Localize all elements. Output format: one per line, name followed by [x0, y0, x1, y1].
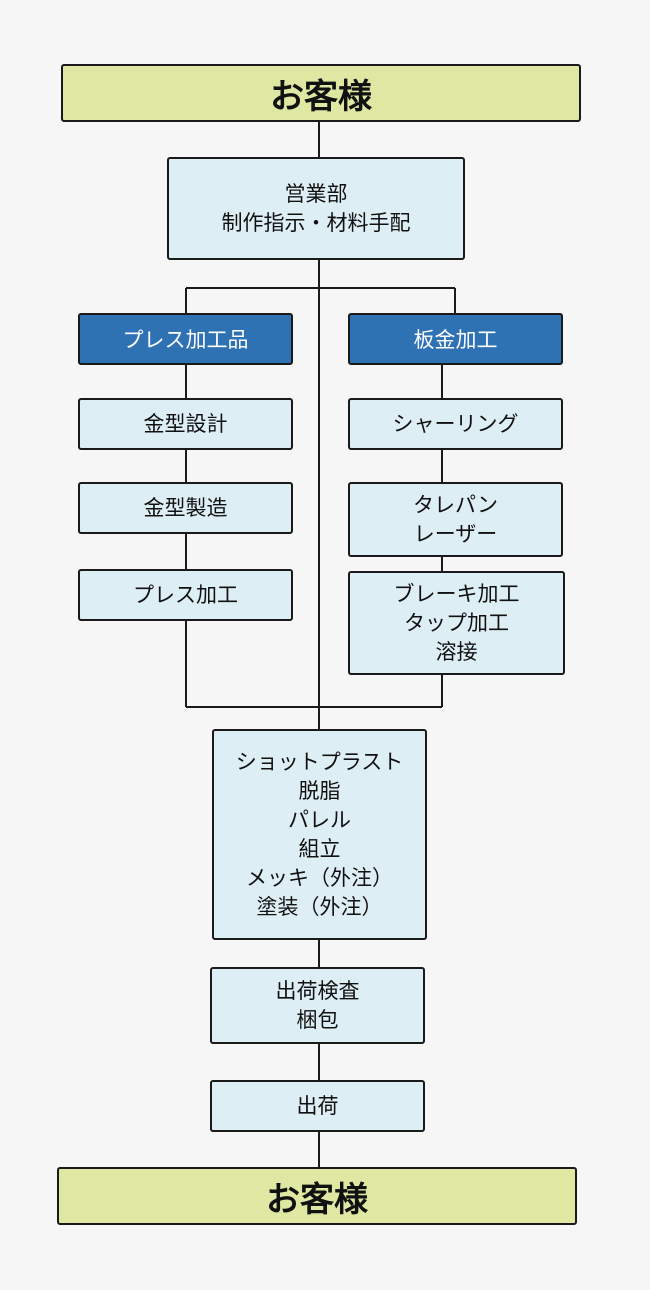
customer-top-box: お客様	[61, 64, 581, 122]
shipping-box: 出荷	[210, 1080, 425, 1132]
inspection-step-label: 梱包	[296, 1007, 339, 1032]
sheet-step-label: タップ加工	[404, 610, 509, 635]
press-step-label: 金型製造	[143, 495, 228, 520]
sheet-step-box: タレパン レーザー	[348, 482, 563, 557]
sheet-step-label: ブレーキ加工	[393, 581, 520, 606]
customer-bottom-box: お客様	[57, 1167, 577, 1225]
sheet-header-box: 板金加工	[348, 313, 563, 365]
finishing-step-label: メッキ（外注）	[246, 865, 393, 890]
sales-box: 営業部 制作指示・材料手配	[167, 157, 465, 260]
sheet-step-label: 溶接	[435, 639, 478, 664]
sales-dept-label: 営業部	[284, 181, 348, 206]
sales-task-label: 制作指示・材料手配	[221, 210, 411, 235]
press-header-label: プレス加工品	[122, 328, 249, 352]
inspection-step-label: 出荷検査	[275, 978, 360, 1003]
sheet-step-box: ブレーキ加工 タップ加工 溶接	[348, 571, 565, 675]
customer-top-label: お客様	[270, 76, 372, 117]
finishing-box: ショットプラスト 脱脂 パレル 組立 メッキ（外注） 塗装（外注）	[212, 729, 427, 940]
shipping-label: 出荷	[296, 1093, 339, 1118]
sheet-step-box: シャーリング	[348, 398, 563, 450]
finishing-step-label: 組立	[298, 836, 341, 861]
inspection-box: 出荷検査 梱包	[210, 967, 425, 1044]
press-header-box: プレス加工品	[78, 313, 293, 365]
finishing-step-label: パレル	[288, 807, 351, 832]
press-step-label: 金型設計	[143, 411, 228, 436]
finishing-step-label: 塗装（外注）	[256, 894, 383, 919]
finishing-step-label: ショットプラスト	[235, 749, 404, 774]
press-step-label: プレス加工	[133, 582, 238, 607]
customer-bottom-label: お客様	[266, 1179, 368, 1220]
press-step-box: 金型設計	[78, 398, 293, 450]
sheet-step-label: タレパン	[412, 492, 499, 517]
sheet-step-label: シャーリング	[392, 411, 519, 436]
finishing-step-label: 脱脂	[298, 778, 341, 803]
press-step-box: 金型製造	[78, 482, 293, 534]
sheet-step-label: レーザー	[413, 521, 498, 546]
press-step-box: プレス加工	[78, 569, 293, 621]
sheet-header-label: 板金加工	[413, 328, 498, 352]
